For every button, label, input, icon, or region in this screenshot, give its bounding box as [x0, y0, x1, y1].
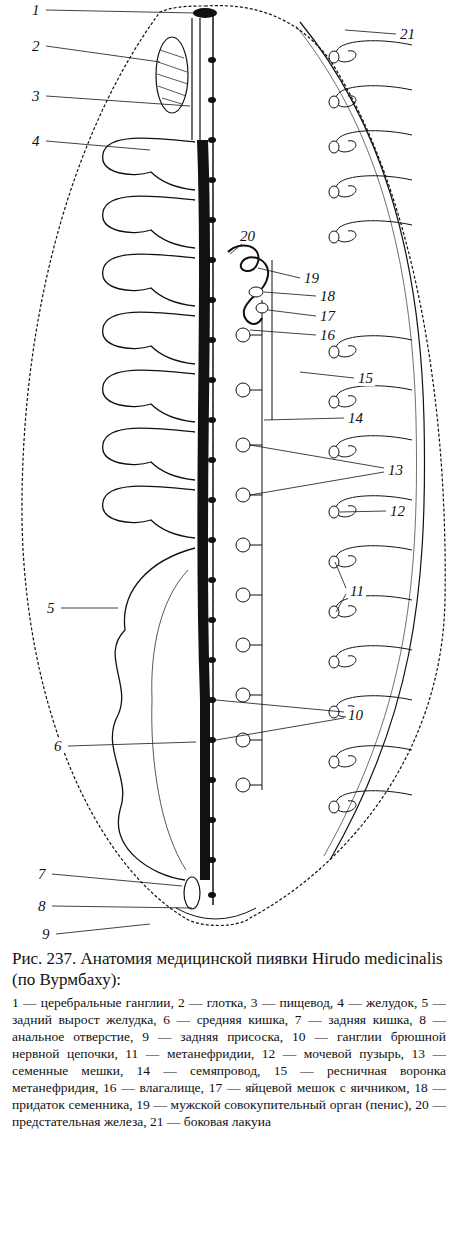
callout-number: 6 [52, 738, 64, 754]
callout-number: 16 [318, 327, 337, 343]
callout-number: 18 [318, 288, 337, 304]
callout-number: 5 [45, 600, 57, 616]
callout-number: 10 [346, 707, 365, 723]
callout-number: 8 [36, 898, 48, 914]
callout-number: 21 [398, 26, 417, 42]
callout-number: 4 [30, 133, 42, 149]
callout-number: 3 [30, 88, 42, 104]
callout-number: 11 [348, 583, 366, 599]
caption-key: 1 — церебральные ганглии, 2 — глотка, 3 … [12, 994, 446, 1130]
callout-number: 1 [30, 2, 42, 18]
callout-number: 7 [36, 866, 48, 882]
figure-caption: Рис. 237. Анатомия медицинской пиявки Hi… [12, 948, 446, 990]
callout-number: 13 [386, 462, 405, 478]
callout-number: 15 [356, 370, 375, 386]
callout-number: 9 [40, 926, 52, 942]
callout-number: 20 [238, 228, 257, 244]
callout-number: 19 [302, 270, 321, 286]
callout-number: 12 [388, 503, 407, 519]
callout-number: 14 [346, 410, 365, 426]
callout-number: 2 [30, 38, 42, 54]
callout-number: 17 [318, 308, 337, 324]
